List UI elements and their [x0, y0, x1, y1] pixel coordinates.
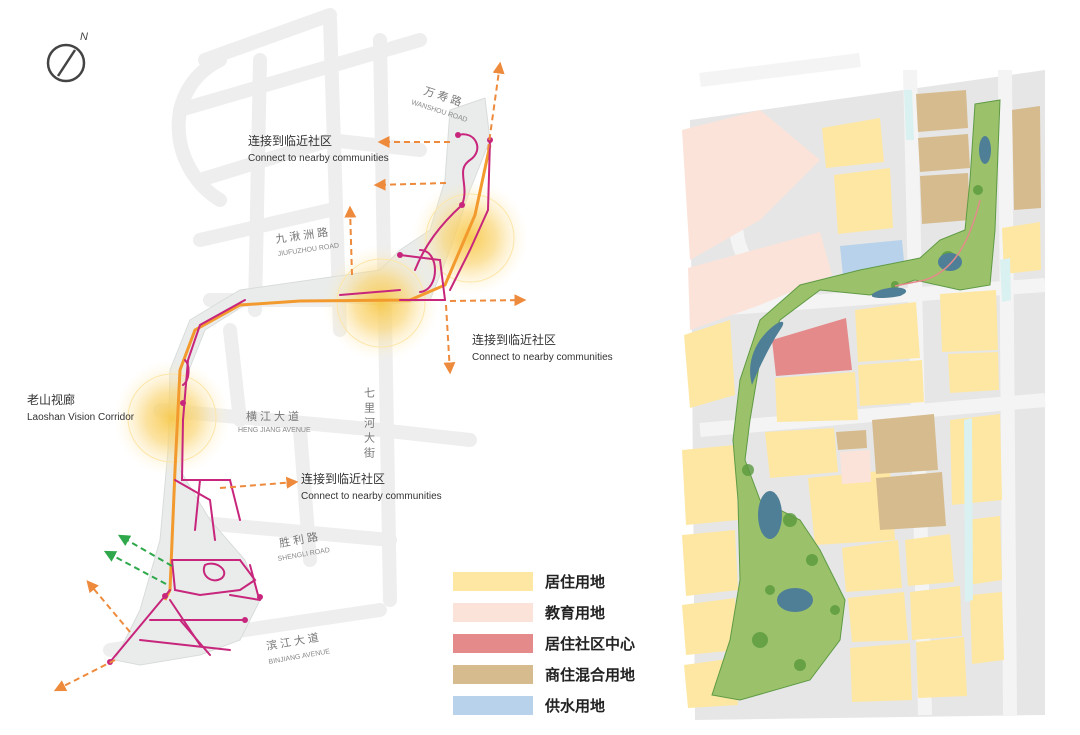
legend-swatch-education: [453, 603, 533, 622]
legend-item-water-supply: 供水用地: [453, 690, 653, 721]
connection-label-2-en: Connect to nearby communities: [472, 352, 613, 363]
right-map: [682, 53, 1046, 720]
left-map: N 连接到临近社区 Connect to nearby communities …: [27, 8, 613, 692]
node-glow-jiufuzhou: [323, 245, 439, 361]
road-label-hengjiang-cn: 横江大道: [246, 409, 302, 423]
legend-label-community-center: 居住社区中心: [545, 635, 636, 653]
connection-label-1-cn: 连接到临近社区: [248, 133, 332, 148]
legend-label-water-supply: 供水用地: [545, 697, 606, 715]
compass-north-icon: N: [46, 31, 88, 83]
trail-nodes: [107, 132, 493, 665]
connection-label-3-cn: 连接到临近社区: [301, 471, 385, 486]
connector-path: [894, 199, 981, 287]
connection-label-3-en: Connect to nearby communities: [301, 491, 442, 502]
legend-label-education: 教育用地: [545, 604, 606, 622]
legend-swatch-mixed-use: [453, 665, 533, 684]
green-arrows: [103, 534, 173, 585]
trail-network: [109, 133, 491, 663]
parcels-residential: [682, 118, 1041, 708]
parcel-community-center: [772, 318, 852, 376]
main-axis: [163, 144, 492, 601]
parcels-education: [682, 110, 871, 484]
north-letter: N: [80, 31, 88, 43]
connection-arrows: [53, 61, 527, 692]
legend-item-mixed-use: 商住混合用地: [453, 659, 653, 690]
corridor-label-cn: 老山视廊: [27, 392, 75, 407]
map-legend: 居住用地 教育用地 居住社区中心 商住混合用地 供水用地: [453, 566, 653, 721]
legend-item-education: 教育用地: [453, 597, 653, 628]
road-label-jiufuzhou-cn: 九湫洲路: [275, 225, 332, 246]
legend-swatch-community-center: [453, 634, 533, 653]
parcels-mixed-use: [836, 90, 1041, 530]
connection-label-2-cn: 连接到临近社区: [472, 332, 556, 347]
road-label-hengjiang-en: HENG JIANG AVENUE: [238, 427, 311, 434]
road-label-binjiang-cn: 滨江大道: [265, 629, 323, 653]
parcels-waterfront: [904, 90, 1011, 602]
road-label-qilihe-cn: 七里河大街: [363, 387, 376, 462]
legend-swatch-residential: [453, 572, 533, 591]
node-glow-laoshan: [114, 360, 230, 476]
legend-label-residential: 居住用地: [545, 573, 606, 591]
corridor-label-en: Laoshan Vision Corridor: [27, 412, 135, 423]
legend-label-mixed-use: 商住混合用地: [545, 666, 636, 684]
legend-swatch-water-supply: [453, 696, 533, 715]
road-label-jiufuzhou-en: JIUFUZHOU ROAD: [277, 242, 339, 258]
connection-label-1-en: Connect to nearby communities: [248, 153, 389, 164]
road-network: [103, 8, 477, 657]
legend-item-residential: 居住用地: [453, 566, 653, 597]
legend-item-community-center: 居住社区中心: [453, 628, 653, 659]
